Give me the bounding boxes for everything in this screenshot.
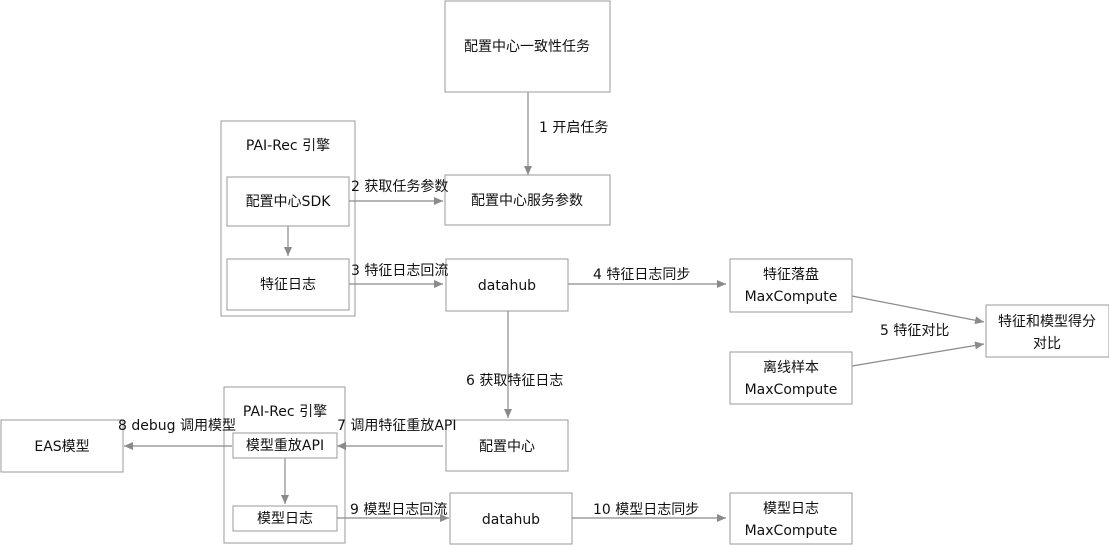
node-feature-disk-label-1: 特征落盘 [763, 266, 819, 283]
node-feature-disk-label-2: MaxCompute [745, 289, 838, 305]
node-feature-log-label: 特征日志 [260, 277, 316, 293]
node-config-center-label: 配置中心 [479, 439, 535, 455]
node-model-log-maxcompute-label-1: 模型日志 [763, 501, 819, 517]
node-config-task: 配置中心一致性任务 [444, 0, 611, 93]
edge-5-feature-compare-b [851, 341, 985, 367]
edge-labels: 1 开启任务 2 获取任务参数 3 特征日志回流 4 特征日志同步 5 特征对比… [118, 120, 949, 518]
group-pai-rec-top-label: PAI-Rec 引擎 [246, 138, 330, 154]
edge-label-10: 10 模型日志同步 [593, 502, 699, 518]
node-feature-score-compare-label-2: 对比 [1033, 336, 1061, 352]
node-model-log-label: 模型日志 [257, 511, 313, 527]
node-offline-sample: 离线样本 MaxCompute [729, 351, 853, 405]
node-offline-sample-label-2: MaxCompute [745, 382, 838, 398]
edges [124, 92, 985, 522]
edge-label-5: 5 特征对比 [880, 323, 949, 339]
edge-label-8: 8 debug 调用模型 [118, 418, 236, 434]
node-model-log: 模型日志 [232, 505, 338, 532]
edge-label-4: 4 特征日志同步 [593, 267, 690, 283]
node-datahub-bottom: datahub [449, 492, 573, 545]
node-config-sdk-label: 配置中心SDK [246, 194, 332, 210]
node-model-log-maxcompute-label-2: MaxCompute [745, 523, 838, 539]
node-model-replay-api-label: 模型重放API [246, 438, 324, 454]
edge-label-6: 6 获取特征日志 [466, 373, 563, 389]
edge-label-7: 7 调用特征重放API [337, 418, 457, 434]
edge-label-2: 2 获取任务参数 [351, 178, 448, 195]
node-config-service-params-label: 配置中心服务参数 [471, 192, 583, 209]
node-config-service-params: 配置中心服务参数 [444, 174, 611, 226]
edge-label-9: 9 模型日志回流 [350, 502, 447, 518]
node-feature-disk: 特征落盘 MaxCompute [729, 258, 853, 313]
node-datahub-bottom-label: datahub [482, 512, 540, 528]
edge-5-feature-compare-a [851, 295, 985, 325]
edge-label-3: 3 特征日志回流 [351, 263, 448, 279]
node-config-center: 配置中心 [445, 419, 569, 472]
node-datahub-top-label: datahub [478, 278, 536, 294]
group-pai-rec-top: PAI-Rec 引擎 [220, 120, 356, 317]
node-datahub-top: datahub [445, 258, 569, 312]
node-eas-model: EAS模型 [0, 419, 124, 473]
node-config-task-label: 配置中心一致性任务 [464, 39, 590, 55]
node-config-sdk: 配置中心SDK [226, 176, 350, 227]
group-pai-rec-bottom-label: PAI-Rec 引擎 [243, 404, 327, 420]
node-feature-log: 特征日志 [226, 258, 350, 311]
group-pai-rec-bottom: PAI-Rec 引擎 [223, 386, 346, 544]
edge-label-1: 1 开启任务 [539, 120, 608, 136]
node-feature-score-compare: 特征和模型得分 对比 [985, 304, 1109, 358]
node-model-replay-api: 模型重放API [232, 432, 338, 459]
node-feature-score-compare-label-1: 特征和模型得分 [998, 313, 1096, 330]
node-eas-model-label: EAS模型 [34, 439, 89, 455]
node-model-log-maxcompute: 模型日志 MaxCompute [729, 492, 853, 545]
node-offline-sample-label-1: 离线样本 [763, 359, 819, 376]
